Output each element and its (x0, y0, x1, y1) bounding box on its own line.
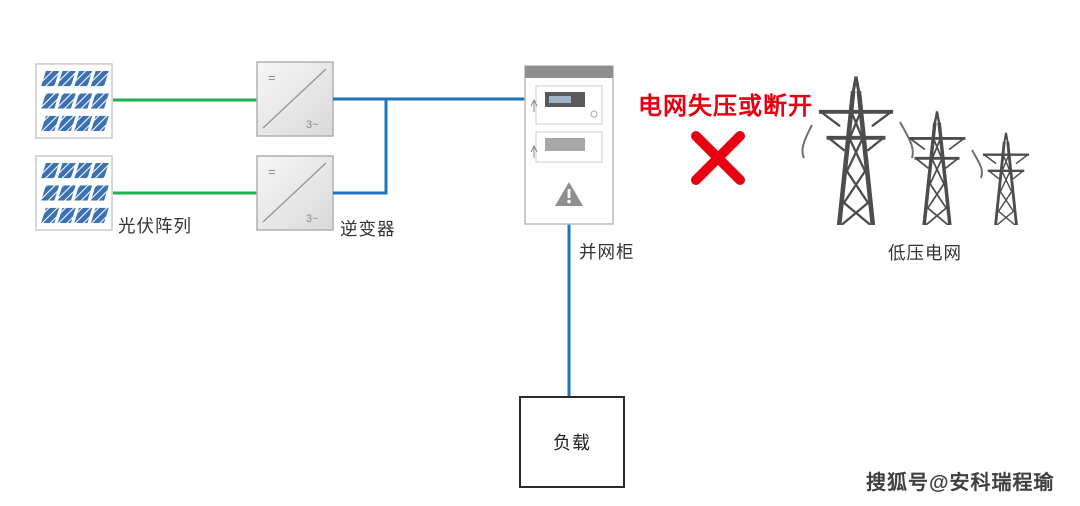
power-line-curve-2 (971, 149, 983, 179)
ac-cable-inverters-to-cabinet (333, 97, 525, 195)
watermark: 搜狐号@安科瑞程瑜 (866, 472, 1055, 494)
pv-array-label: 光伏阵列 (118, 216, 192, 236)
inverter-icon-2: = 3~ (256, 155, 334, 231)
inverter-dc-symbol: = (268, 164, 276, 179)
pv-panel-icon-1 (35, 63, 113, 139)
load-box: 负载 (519, 396, 625, 488)
grid-cabinet-icon (524, 65, 614, 225)
transmission-tower-icon-1 (821, 77, 891, 225)
power-line-curve-3 (801, 124, 813, 159)
red-cross-icon (691, 131, 745, 185)
warning-triangle-icon (555, 182, 583, 206)
inverter-ac-symbol: 3~ (306, 213, 319, 225)
lv-grid-label: 低压电网 (888, 243, 962, 263)
transmission-tower-icon-2 (910, 112, 964, 225)
inverter-dc-symbol: = (268, 70, 276, 85)
load-label: 负载 (553, 433, 591, 453)
power-line-curve-1 (899, 121, 914, 159)
transmission-tower-icon-3 (984, 133, 1028, 225)
grid-cabinet-label: 并网柜 (579, 242, 635, 262)
fault-annotation: 电网失压或断开 (638, 93, 813, 120)
inverter-icon-1: = 3~ (256, 61, 334, 137)
inverter-label: 逆变器 (340, 219, 396, 239)
pv-panel-icon-2 (35, 155, 113, 231)
inverter-ac-symbol: 3~ (306, 119, 319, 131)
